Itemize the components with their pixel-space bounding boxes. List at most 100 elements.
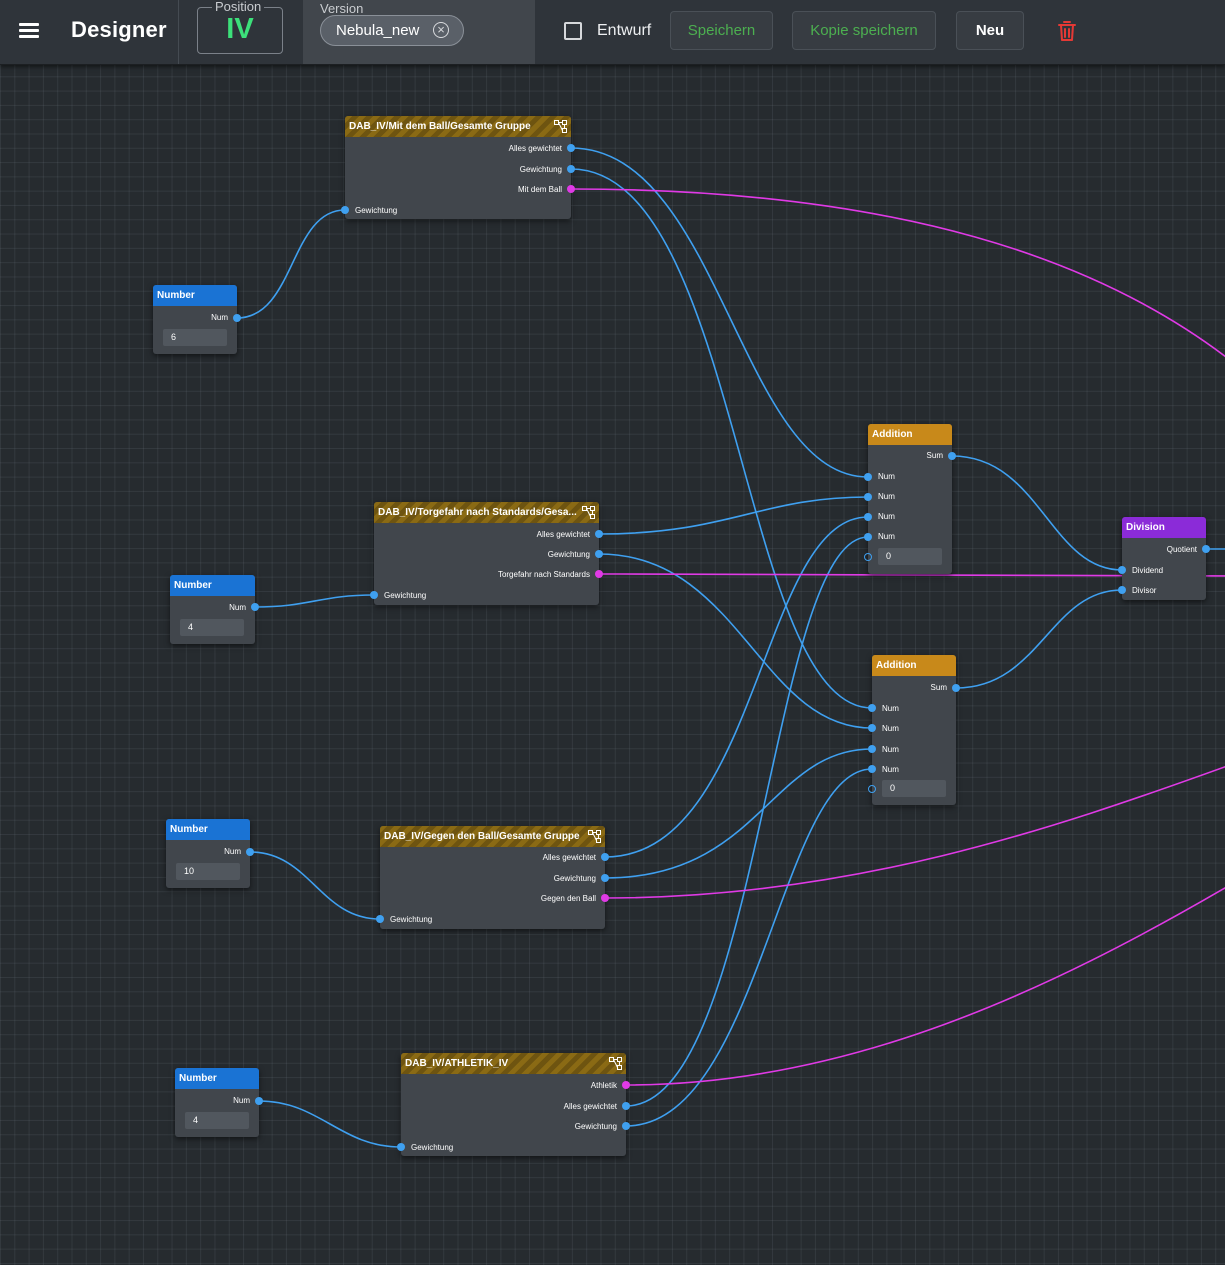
- output-port[interactable]: [567, 144, 575, 152]
- input-port[interactable]: [341, 206, 349, 214]
- input-port[interactable]: [397, 1143, 405, 1151]
- division-node[interactable]: Division Quotient Dividend Divisor: [1122, 517, 1206, 600]
- number-input[interactable]: 4: [180, 619, 244, 636]
- node-title: Addition: [868, 424, 952, 445]
- input-port[interactable]: [868, 704, 876, 712]
- node-title: DAB_IV/Torgefahr nach Standards/Gesa...: [374, 502, 599, 523]
- port-label: Alles gewichtet: [542, 853, 596, 862]
- output-port[interactable]: [622, 1081, 630, 1089]
- port-label: Gewichtung: [574, 1122, 617, 1131]
- node-title-text: DAB_IV/Gegen den Ball/Gesamte Gruppe: [384, 831, 580, 842]
- port-label: Alles gewichtet: [536, 530, 590, 539]
- node-group-icon[interactable]: [554, 120, 567, 133]
- hamburger-menu-icon[interactable]: [18, 20, 42, 40]
- input-port[interactable]: [864, 473, 872, 481]
- output-port[interactable]: [595, 550, 603, 558]
- input-port[interactable]: [868, 765, 876, 773]
- input-port[interactable]: [864, 513, 872, 521]
- wire: [625, 536, 869, 1107]
- output-port[interactable]: [622, 1122, 630, 1130]
- top-app-bar: Designer Position IV Version Nebula_new …: [0, 0, 1225, 65]
- version-chip[interactable]: Nebula_new ×: [320, 15, 464, 46]
- draft-checkbox[interactable]: [564, 22, 582, 40]
- output-port[interactable]: [567, 185, 575, 193]
- input-port[interactable]: [868, 724, 876, 732]
- wire: [598, 553, 873, 729]
- port-label: Athletik: [590, 1081, 617, 1090]
- node-group-icon[interactable]: [588, 830, 601, 843]
- add-input-port[interactable]: [864, 553, 872, 561]
- close-circle-icon[interactable]: ×: [433, 22, 449, 38]
- input-port[interactable]: [376, 915, 384, 923]
- save-copy-button[interactable]: Kopie speichern: [792, 11, 936, 50]
- port-label: Gegen den Ball: [540, 894, 596, 903]
- port-label: Gewichtung: [411, 1143, 454, 1152]
- input-port[interactable]: [864, 533, 872, 541]
- output-port[interactable]: [601, 894, 609, 902]
- draft-label[interactable]: Entwurf: [597, 22, 652, 39]
- group-node-setpieces[interactable]: DAB_IV/Torgefahr nach Standards/Gesa... …: [374, 502, 599, 605]
- wire: [604, 748, 873, 879]
- port-label: Num: [882, 745, 899, 754]
- port-label: Gewichtung: [519, 165, 562, 174]
- group-node-ball[interactable]: DAB_IV/Mit dem Ball/Gesamte Gruppe Alles…: [345, 116, 571, 219]
- port-label: Num: [211, 313, 228, 322]
- number-input[interactable]: 0: [882, 780, 946, 797]
- port-label: Sum: [926, 451, 943, 460]
- output-port[interactable]: [601, 874, 609, 882]
- node-title: DAB_IV/Gegen den Ball/Gesamte Gruppe: [380, 826, 605, 847]
- new-button[interactable]: Neu: [956, 11, 1024, 50]
- output-port[interactable]: [595, 570, 603, 578]
- output-port[interactable]: [233, 314, 241, 322]
- output-port[interactable]: [601, 853, 609, 861]
- output-port[interactable]: [246, 848, 254, 856]
- number-input[interactable]: 6: [163, 329, 227, 346]
- number-input[interactable]: 10: [176, 863, 240, 880]
- wire: [570, 188, 1225, 358]
- output-port[interactable]: [251, 603, 259, 611]
- save-button[interactable]: Speichern: [670, 11, 773, 50]
- trash-icon[interactable]: [1055, 19, 1079, 43]
- input-port[interactable]: [1118, 566, 1126, 574]
- version-selector[interactable]: Version Nebula_new ×: [303, 0, 535, 64]
- number-node[interactable]: Number Num 10: [166, 819, 250, 888]
- output-port[interactable]: [622, 1102, 630, 1110]
- wire: [951, 455, 1123, 571]
- wire: [598, 496, 869, 535]
- wire: [258, 1100, 402, 1148]
- node-graph-canvas[interactable]: Number Num 6 Number Num 4 Number Num 10 …: [0, 65, 1225, 1265]
- port-label: Num: [878, 532, 895, 541]
- node-title: Number: [166, 819, 250, 840]
- addition-node[interactable]: Addition Sum Num Num Num Num 0: [872, 655, 956, 805]
- port-label: Num: [229, 603, 246, 612]
- node-group-icon[interactable]: [582, 506, 595, 519]
- port-label: Num: [878, 492, 895, 501]
- port-label: Mit dem Ball: [517, 185, 562, 194]
- output-port[interactable]: [567, 165, 575, 173]
- wire: [254, 594, 375, 608]
- number-node[interactable]: Number Num 4: [175, 1068, 259, 1137]
- input-port[interactable]: [864, 493, 872, 501]
- output-port[interactable]: [952, 684, 960, 692]
- output-port[interactable]: [255, 1097, 263, 1105]
- number-node[interactable]: Number Num 4: [170, 575, 255, 644]
- input-port[interactable]: [868, 745, 876, 753]
- output-port[interactable]: [948, 452, 956, 460]
- wire: [249, 851, 381, 920]
- add-input-port[interactable]: [868, 785, 876, 793]
- node-title: Number: [153, 285, 237, 306]
- addition-node[interactable]: Addition Sum Num Num Num Num 0: [868, 424, 952, 574]
- output-port[interactable]: [1202, 545, 1210, 553]
- node-title: Number: [170, 575, 255, 596]
- position-selector[interactable]: Position IV: [197, 0, 283, 54]
- number-node[interactable]: Number Num 6: [153, 285, 237, 354]
- input-port[interactable]: [1118, 586, 1126, 594]
- port-label: Gewichtung: [384, 591, 427, 600]
- group-node-defense[interactable]: DAB_IV/Gegen den Ball/Gesamte Gruppe All…: [380, 826, 605, 929]
- output-port[interactable]: [595, 530, 603, 538]
- node-group-icon[interactable]: [609, 1057, 622, 1070]
- number-input[interactable]: 4: [185, 1112, 249, 1129]
- number-input[interactable]: 0: [878, 548, 942, 565]
- input-port[interactable]: [370, 591, 378, 599]
- group-node-athletics[interactable]: DAB_IV/ATHLETIK_IV Athletik Alles gewich…: [401, 1053, 626, 1156]
